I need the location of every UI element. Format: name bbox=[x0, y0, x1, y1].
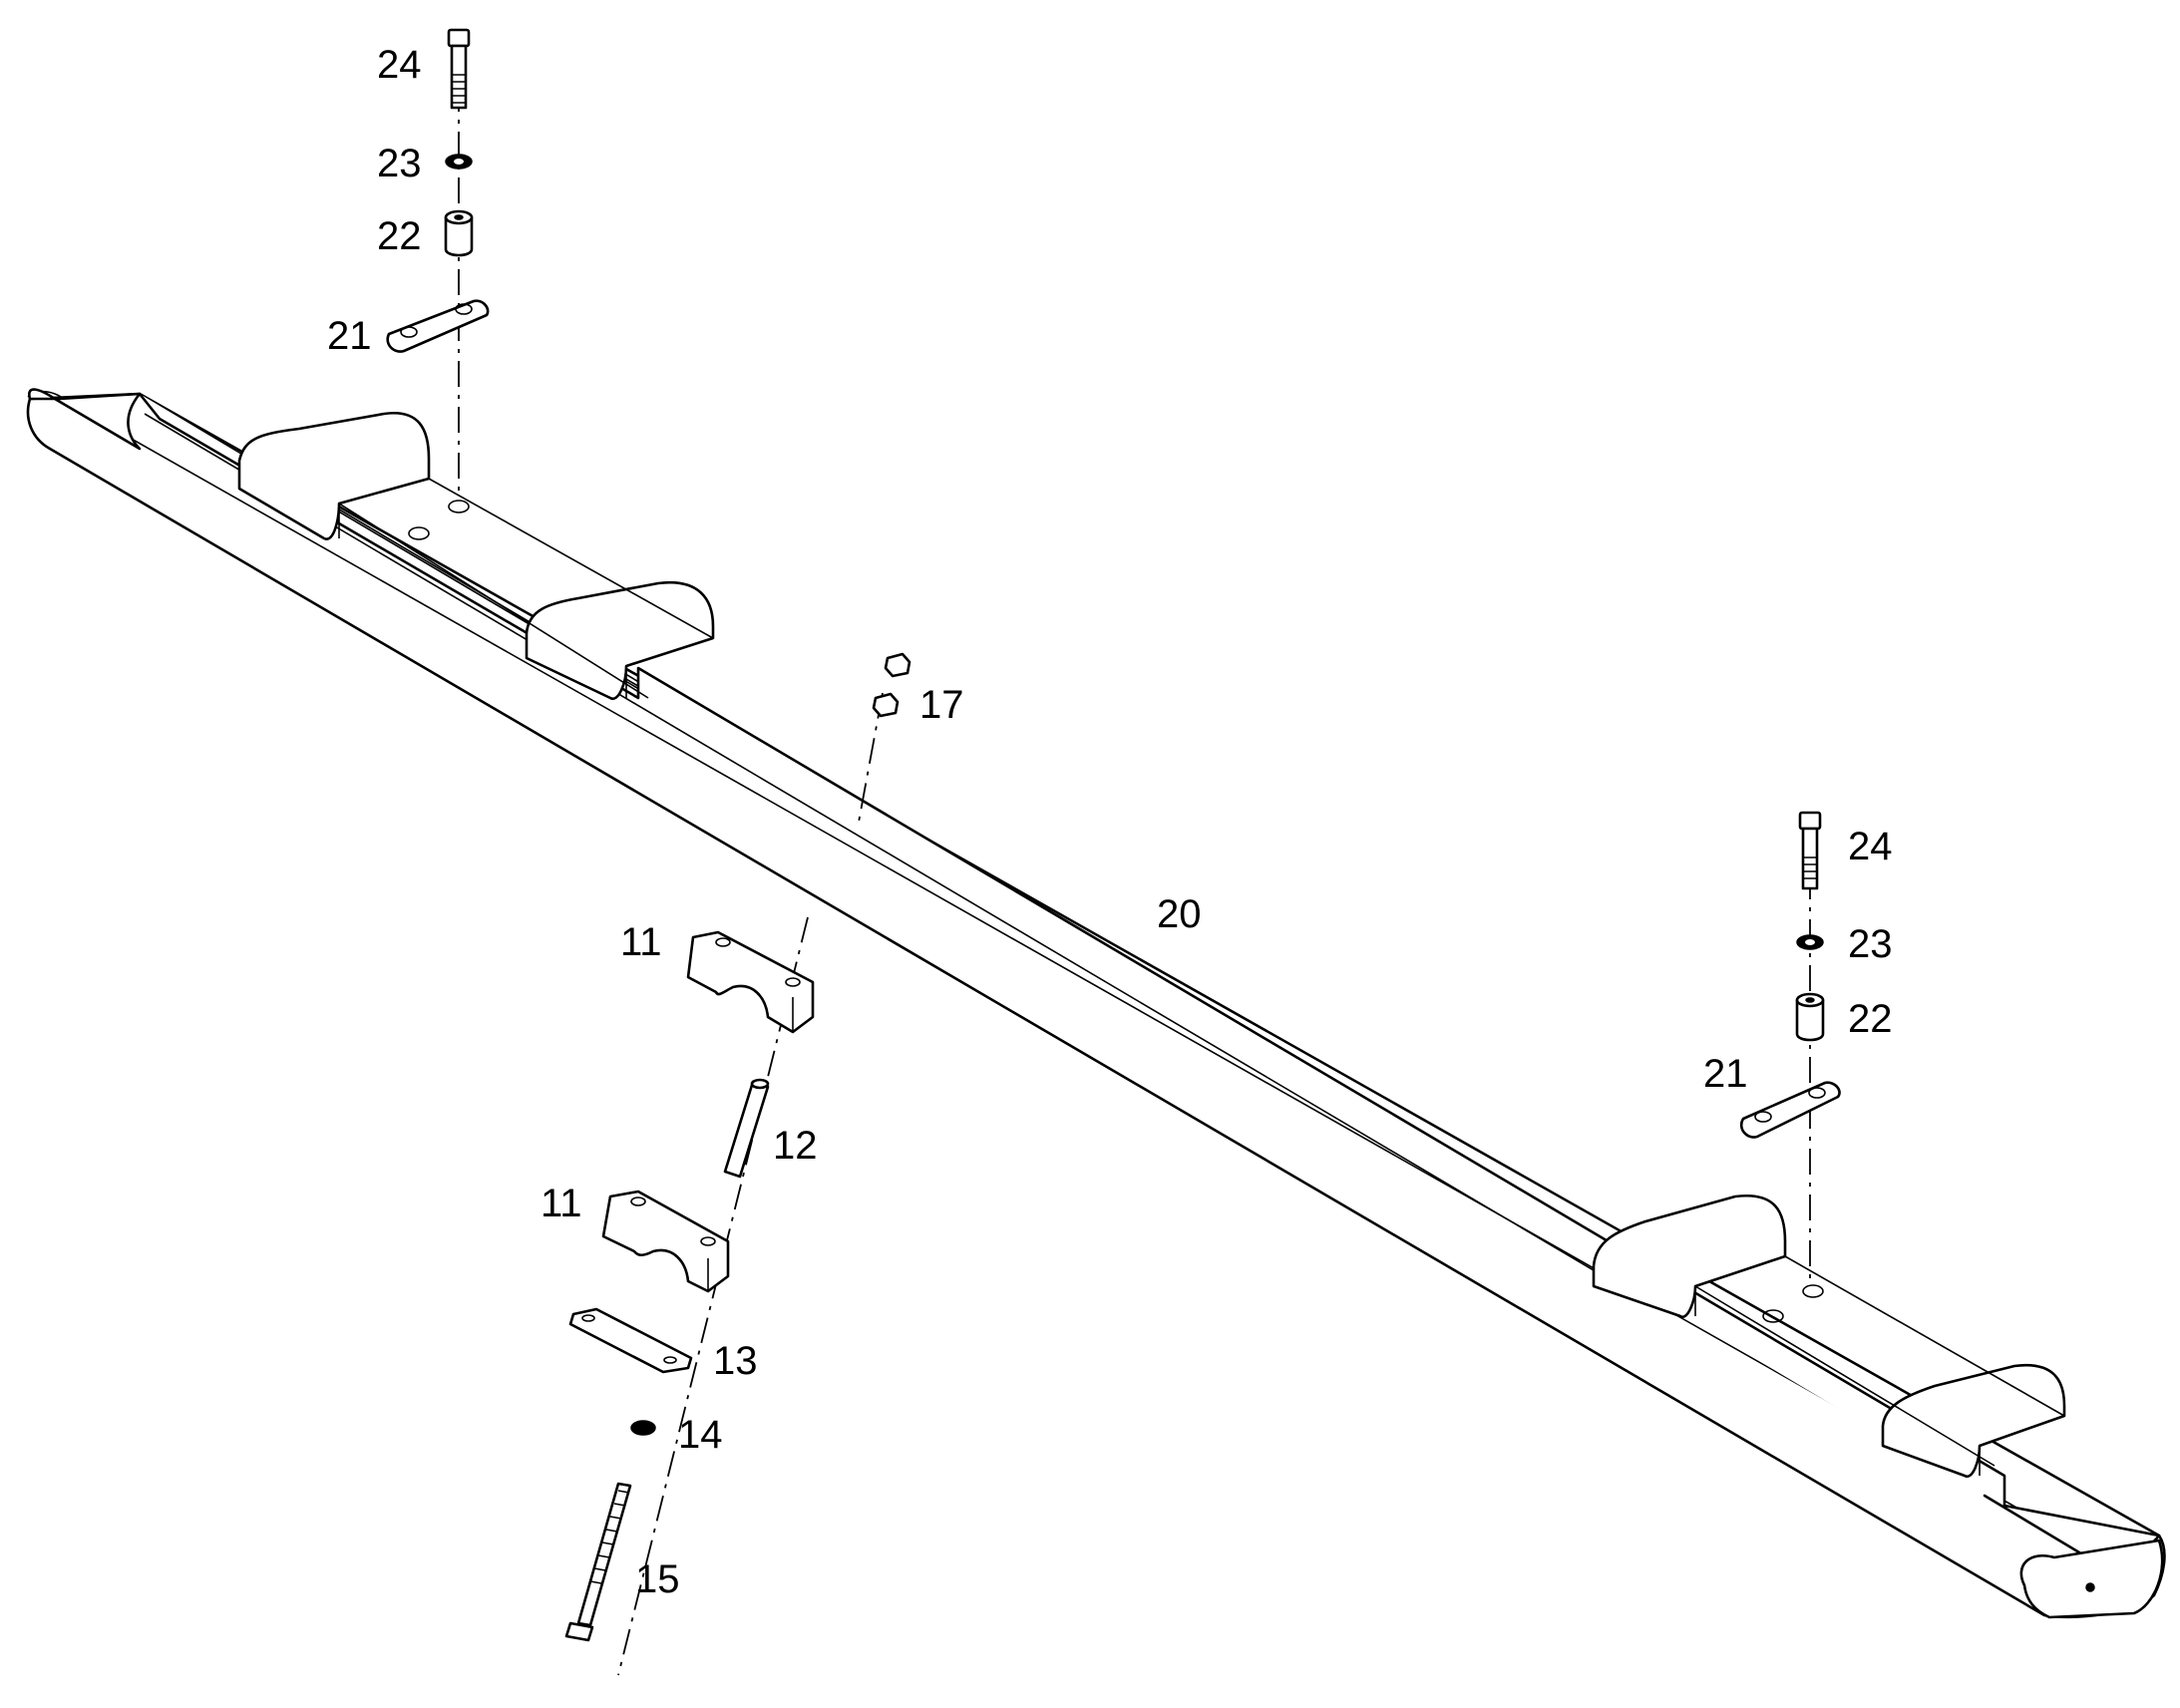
callout-23-left: 23 bbox=[377, 142, 422, 185]
callout-23-right: 23 bbox=[1848, 922, 1893, 966]
main-rail bbox=[26, 388, 2166, 1619]
fastener-stack-left bbox=[386, 28, 490, 499]
callout-15: 15 bbox=[635, 1557, 680, 1601]
callout-22-left: 22 bbox=[377, 214, 422, 258]
callout-20: 20 bbox=[1157, 892, 1202, 936]
callout-14: 14 bbox=[678, 1413, 723, 1457]
callout-22-right: 22 bbox=[1848, 997, 1893, 1041]
callout-21-right: 21 bbox=[1703, 1052, 1748, 1096]
clamp-stack bbox=[564, 916, 815, 1676]
callout-13: 13 bbox=[713, 1339, 758, 1383]
callout-12: 12 bbox=[773, 1124, 818, 1168]
callout-11-lower: 11 bbox=[541, 1182, 582, 1225]
nut-pair bbox=[857, 652, 911, 829]
callout-24-left: 24 bbox=[377, 43, 422, 87]
callout-21-left: 21 bbox=[327, 314, 372, 358]
callout-17: 17 bbox=[919, 683, 964, 727]
callout-11-upper: 11 bbox=[620, 920, 662, 964]
fastener-stack-right bbox=[1739, 811, 1841, 1286]
callout-24-right: 24 bbox=[1848, 825, 1893, 868]
